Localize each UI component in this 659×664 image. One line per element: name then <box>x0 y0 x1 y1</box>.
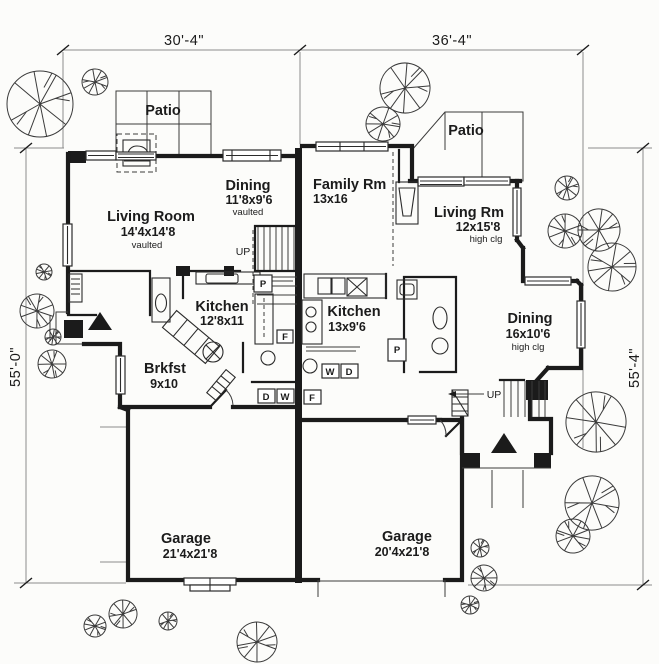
left-dining-note: vaulted <box>233 207 264 218</box>
right-dining-note: high clg <box>512 342 545 353</box>
left-kitchen-size: 12'8x11 <box>200 314 244 328</box>
dim-top-right: 36'-4" <box>432 33 472 49</box>
right-kitchen-counter <box>301 273 387 352</box>
left-powder-toilet <box>68 273 83 303</box>
right-family-room-size: 13x16 <box>313 192 348 206</box>
right-living-room-size: 12x15'8 <box>456 220 501 234</box>
right-unit-labels: Family Rm 13x16 Living Rm 12x15'8 high c… <box>309 177 552 559</box>
left-up-label: UP <box>236 246 251 258</box>
tree-icon <box>553 464 631 542</box>
right-dryer-box <box>340 363 359 379</box>
right-washer-label: W <box>326 367 335 378</box>
right-fridge-label: F <box>309 393 315 404</box>
right-dining-name: Dining <box>507 311 552 327</box>
left-unit-fixtures <box>68 227 297 592</box>
left-kitchen-island <box>161 309 224 365</box>
left-kitchen-name: Kitchen <box>195 299 248 315</box>
right-garage-name: Garage <box>382 529 432 545</box>
tree-icon <box>157 610 179 632</box>
tree-icon <box>554 175 580 201</box>
right-kitchen-name: Kitchen <box>327 304 380 320</box>
left-water-heater <box>260 350 276 366</box>
tree-icon <box>31 343 73 385</box>
right-washer-box <box>321 363 340 379</box>
right-pantry-label: P <box>394 345 401 356</box>
left-garage-door-step <box>183 577 237 592</box>
left-washer-box <box>276 388 295 404</box>
left-dining-size: 11'8x9'6 <box>226 193 273 207</box>
right-unit-fixtures <box>301 181 551 508</box>
right-dining-size: 16x10'6 <box>506 327 551 341</box>
left-dining-name: Dining <box>225 178 270 194</box>
right-living-room-note: high clg <box>470 234 503 245</box>
tree-icon <box>540 206 590 256</box>
right-kitchen-size: 13x9'6 <box>328 320 366 334</box>
left-unit-windows <box>62 149 282 395</box>
tree-icon <box>468 562 500 594</box>
tree-icon <box>553 379 639 465</box>
left-dryer-box <box>257 388 276 404</box>
right-entry-triangle <box>491 433 517 453</box>
right-garage-size: 20'4x21'8 <box>375 545 430 559</box>
left-garage-size: 21'4x21'8 <box>163 547 218 561</box>
right-fridge-box <box>303 389 322 405</box>
left-living-room-note: vaulted <box>132 240 163 251</box>
right-water-heater <box>302 358 318 374</box>
left-angled-closet <box>205 368 237 402</box>
left-pantry-box <box>253 274 273 293</box>
tree-icon <box>35 263 53 281</box>
left-closet <box>254 293 274 345</box>
tree-icon <box>571 202 627 258</box>
left-unit-labels: Living Room 14'4x14'8 vaulted Dining 11'… <box>107 178 289 561</box>
left-pantry-label: P <box>260 279 267 290</box>
right-family-room-name: Family Rm <box>313 177 386 193</box>
left-breakfast-name: Brkfst <box>144 361 186 377</box>
party-wall <box>295 148 302 583</box>
tree-icon <box>578 233 646 301</box>
right-pantry-box <box>387 338 407 362</box>
right-living-room-name: Living Rm <box>434 205 504 221</box>
tree-icon <box>360 101 406 147</box>
tree-icon <box>81 612 109 640</box>
left-living-room-size: 14'4x14'8 <box>121 225 176 239</box>
tree-icon <box>106 597 140 631</box>
right-stairs <box>448 381 546 417</box>
tree-icon <box>76 63 114 101</box>
right-entry-walk <box>462 467 551 508</box>
right-bath-fixtures <box>396 279 449 355</box>
tree-icon <box>373 56 437 120</box>
dim-left-side: 55'-0" <box>8 347 24 387</box>
left-fridge-box <box>276 329 294 344</box>
tree-icon <box>456 591 484 619</box>
right-dryer-label: D <box>346 367 353 378</box>
right-unit-windows <box>315 141 586 425</box>
right-patio-label: Patio <box>448 123 484 139</box>
right-up-label: UP <box>487 389 502 401</box>
left-kitchen-sink-counter <box>151 277 171 323</box>
left-patio-label: Patio <box>145 103 181 119</box>
left-kitchen-counter <box>195 271 261 285</box>
left-living-room-name: Living Room <box>107 209 195 225</box>
dim-right-side: 55'-4" <box>627 348 643 388</box>
dim-top-left: 30'-4" <box>164 33 204 49</box>
left-entry-triangle <box>88 312 112 330</box>
left-washer-label: W <box>281 392 290 403</box>
left-garage-name: Garage <box>161 531 211 547</box>
tree-icon <box>227 612 287 664</box>
tree-icon <box>12 286 62 336</box>
right-patio: Patio <box>411 111 524 182</box>
left-breakfast-size: 9x10 <box>150 377 178 391</box>
left-dryer-label: D <box>263 392 270 403</box>
tree-icon <box>470 538 490 558</box>
site-dimension-lines: 30'-4" 36'-4" 55'-0" 55'-4" <box>8 33 652 591</box>
right-fireplace <box>395 181 419 225</box>
left-fridge-label: F <box>282 332 288 343</box>
